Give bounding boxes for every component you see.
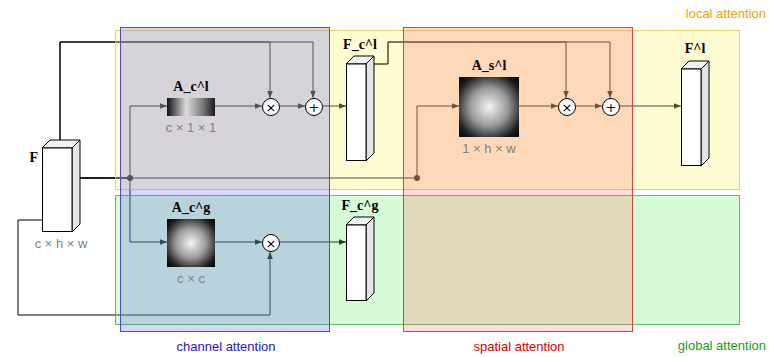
slab-front xyxy=(43,148,73,232)
region-heading: global attention xyxy=(678,338,766,353)
slab-side xyxy=(701,61,709,166)
add-operator: + xyxy=(305,98,323,116)
channel-weight-bar xyxy=(167,98,215,116)
tensor-label: A_c^l xyxy=(173,79,208,95)
tensor-block: F_c^l xyxy=(346,56,374,161)
multiply-operator: × xyxy=(558,98,576,116)
attention-heatmap xyxy=(167,219,215,267)
tensor-label: A_s^l xyxy=(472,58,507,74)
slab-front xyxy=(682,69,702,166)
attention-map: A_s^l1 × h × w xyxy=(459,77,519,137)
operator-symbol: + xyxy=(606,101,617,114)
attention-heatmap xyxy=(459,77,519,137)
attention-map: A_c^lc × 1 × 1 xyxy=(167,98,215,116)
operator-symbol: + xyxy=(309,101,320,114)
region-heading: channel attention xyxy=(176,339,275,354)
tensor-slab xyxy=(42,140,80,232)
gradient-fill xyxy=(167,98,215,116)
tensor-label: c × 1 × 1 xyxy=(166,120,217,135)
tensor-label: 1 × h × w xyxy=(462,141,515,156)
tensor-label: F_c^l xyxy=(343,37,377,53)
slab-front xyxy=(347,225,367,301)
tensor-label: c × c xyxy=(177,271,205,286)
tensor-block: Fc × h × w xyxy=(42,140,80,232)
tensor-label: F_c^g xyxy=(342,198,379,214)
operator-symbol: × xyxy=(266,101,277,114)
operator-symbol: × xyxy=(266,237,277,250)
tensor-label: A_c^g xyxy=(172,200,210,216)
attention-map: A_c^gc × c xyxy=(167,219,215,267)
operator-symbol: × xyxy=(562,101,573,114)
tensor-slab xyxy=(681,61,709,166)
tensor-slab xyxy=(346,217,374,301)
region-heading: local attention xyxy=(686,6,766,21)
tensor-label: F xyxy=(29,150,38,166)
slab-front xyxy=(347,64,367,161)
gradient-fill xyxy=(459,77,519,137)
gradient-fill xyxy=(167,219,215,267)
slab-side xyxy=(72,140,80,232)
region-heading: spatial attention xyxy=(473,339,564,354)
multiply-operator: × xyxy=(262,98,280,116)
tensor-label: c × h × w xyxy=(35,236,88,251)
slab-side xyxy=(366,56,374,161)
tensor-block: F_c^g xyxy=(346,217,374,301)
region-band: channel attentionA_c^lc × 1 × 1×+A_c^gc … xyxy=(120,27,330,332)
tensor-block: F^l xyxy=(681,61,709,166)
tensor-label: F^l xyxy=(685,41,706,57)
tensor-slab xyxy=(346,56,374,161)
slab-side xyxy=(366,217,374,301)
add-operator: + xyxy=(602,98,620,116)
region-band: spatial attentionA_s^l1 × h × w×+ xyxy=(403,27,633,332)
multiply-operator: × xyxy=(262,234,280,252)
